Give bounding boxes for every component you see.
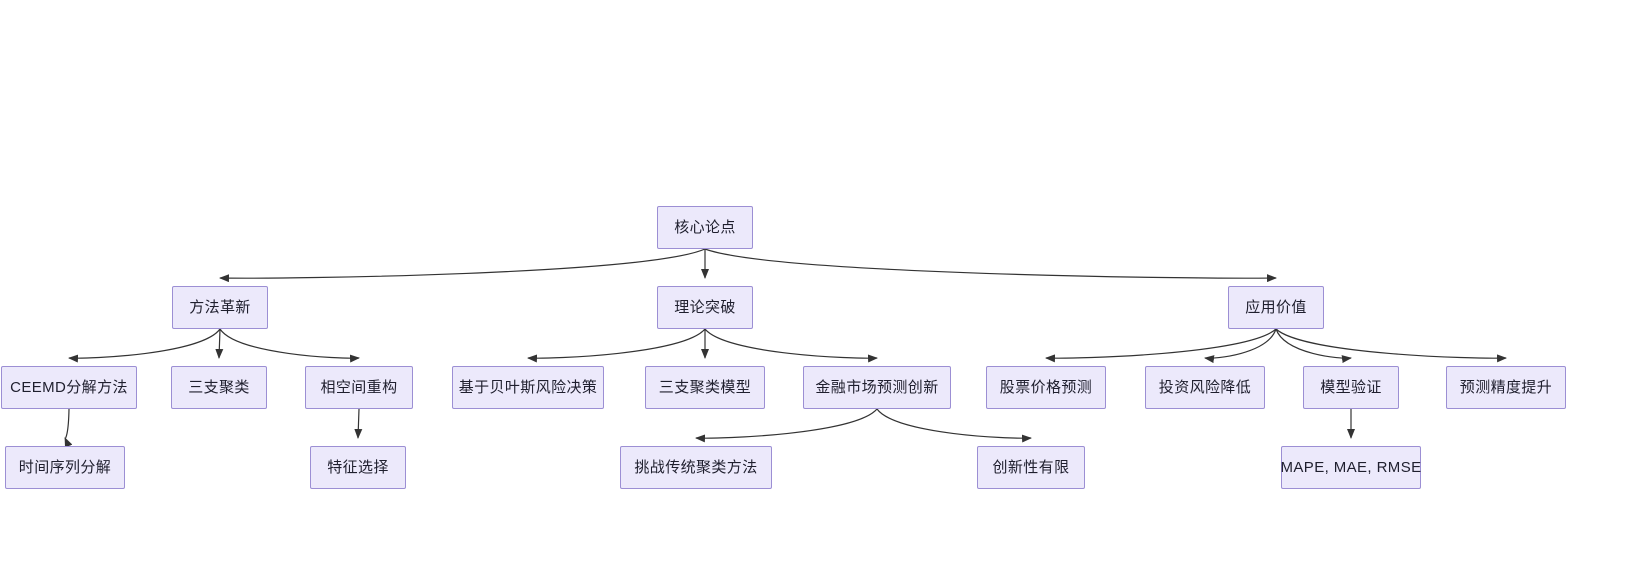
node-core[interactable]: 核心论点 bbox=[657, 206, 753, 249]
node-label: 方法革新 bbox=[189, 299, 251, 316]
node-label: 三支聚类模型 bbox=[658, 379, 752, 396]
edge-phase-to-feature bbox=[354, 408, 363, 439]
edge-finance-to-limited bbox=[876, 408, 1032, 443]
edge-finance-to-challenge bbox=[695, 408, 878, 443]
edge-value-to-risk bbox=[1204, 328, 1277, 364]
node-stock[interactable]: 股票价格预测 bbox=[986, 366, 1106, 409]
node-feature[interactable]: 特征选择 bbox=[310, 446, 406, 489]
node-label: 相空间重构 bbox=[320, 379, 398, 396]
node-tsd[interactable]: 时间序列分解 bbox=[5, 446, 125, 489]
node-challenge[interactable]: 挑战传统聚类方法 bbox=[620, 446, 772, 489]
edge-theory-to-bayes bbox=[527, 328, 706, 363]
node-threemodel[interactable]: 三支聚类模型 bbox=[645, 366, 765, 409]
node-label: 挑战传统聚类方法 bbox=[634, 459, 758, 476]
node-theory[interactable]: 理论突破 bbox=[657, 286, 753, 329]
edge-value-to-validate bbox=[1275, 328, 1352, 364]
node-finance[interactable]: 金融市场预测创新 bbox=[803, 366, 951, 409]
node-label: 基于贝叶斯风险决策 bbox=[458, 379, 598, 396]
edge-method-to-phase bbox=[219, 328, 360, 363]
node-label: 股票价格预测 bbox=[999, 379, 1093, 396]
edge-method-to-threeway bbox=[215, 328, 224, 359]
node-accuracy[interactable]: 预测精度提升 bbox=[1446, 366, 1566, 409]
node-label: 三支聚类 bbox=[188, 379, 250, 396]
edge-core-to-value bbox=[704, 248, 1277, 283]
edge-ceemd-to-tsd bbox=[64, 408, 73, 448]
node-value[interactable]: 应用价值 bbox=[1228, 286, 1324, 329]
node-label: 特征选择 bbox=[327, 459, 389, 476]
node-label: 模型验证 bbox=[1320, 379, 1382, 396]
node-threeway[interactable]: 三支聚类 bbox=[171, 366, 267, 409]
node-label: 创新性有限 bbox=[992, 459, 1070, 476]
node-label: 理论突破 bbox=[674, 299, 736, 316]
node-label: 金融市场预测创新 bbox=[815, 379, 939, 396]
node-label: MAPE, MAE, RMSE bbox=[1280, 459, 1422, 476]
node-validate[interactable]: 模型验证 bbox=[1303, 366, 1399, 409]
node-ceemd[interactable]: CEEMD分解方法 bbox=[1, 366, 137, 409]
edge-value-to-accuracy bbox=[1275, 328, 1507, 363]
node-bayes[interactable]: 基于贝叶斯风险决策 bbox=[452, 366, 604, 409]
node-label: 投资风险降低 bbox=[1158, 379, 1252, 396]
node-risk[interactable]: 投资风险降低 bbox=[1145, 366, 1265, 409]
edge-core-to-method bbox=[219, 248, 706, 283]
node-label: 核心论点 bbox=[674, 219, 736, 236]
node-label: 时间序列分解 bbox=[18, 459, 112, 476]
edge-value-to-stock bbox=[1045, 328, 1277, 363]
node-label: 应用价值 bbox=[1245, 299, 1307, 316]
edge-paths bbox=[64, 248, 1507, 448]
node-label: CEEMD分解方法 bbox=[10, 379, 128, 396]
node-phase[interactable]: 相空间重构 bbox=[305, 366, 413, 409]
node-label: 预测精度提升 bbox=[1459, 379, 1553, 396]
node-method[interactable]: 方法革新 bbox=[172, 286, 268, 329]
edge-method-to-ceemd bbox=[68, 328, 221, 363]
node-limited[interactable]: 创新性有限 bbox=[977, 446, 1085, 489]
node-metrics[interactable]: MAPE, MAE, RMSE bbox=[1280, 446, 1421, 489]
edge-theory-to-finance bbox=[704, 328, 878, 363]
